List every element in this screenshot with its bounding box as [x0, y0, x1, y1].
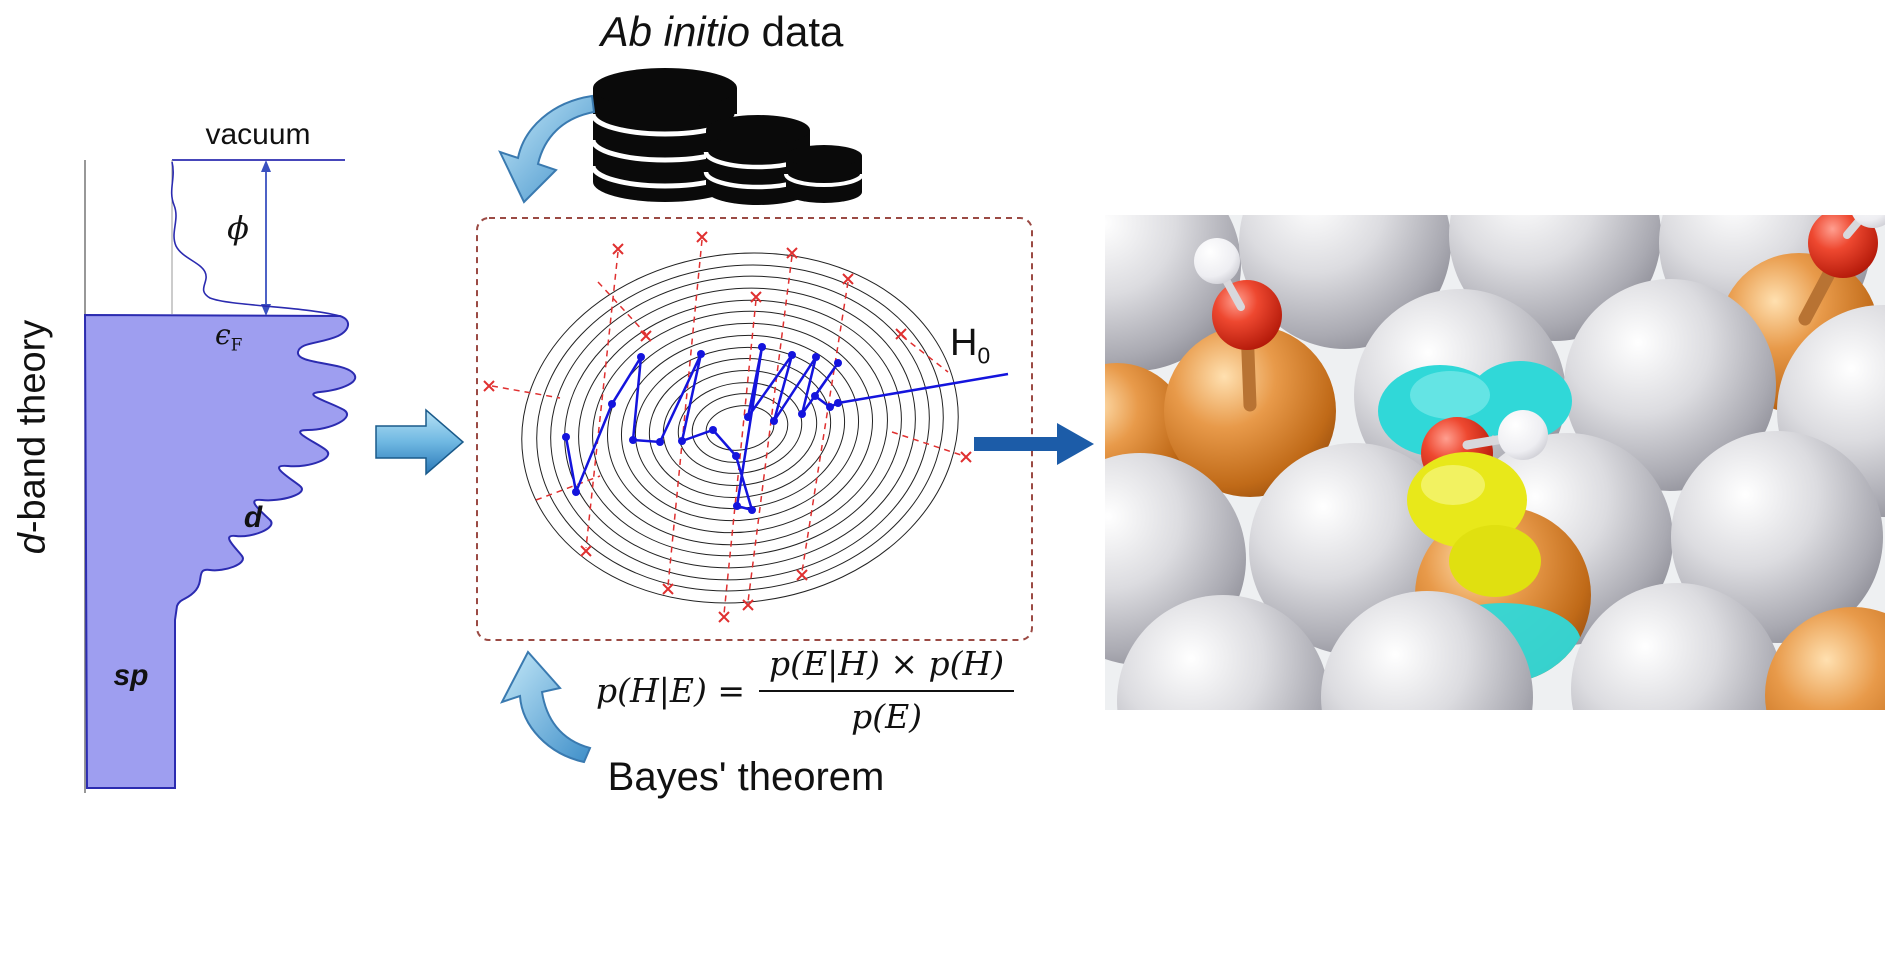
database-stack-medium [703, 115, 813, 205]
red-sample-lines [491, 239, 965, 615]
h0-pointer-line [837, 372, 1009, 405]
isosurface-cyan [1378, 361, 1572, 457]
h0-subscript: 0 [977, 342, 991, 369]
mcmc-trajectory [562, 343, 1009, 514]
metal-sphere-gray [1117, 595, 1329, 710]
bayes-formula: p(H|E) = p(E|H) × p(H) p(E) [596, 644, 1015, 736]
ab-initio-rest: data [750, 8, 844, 55]
curved-arrow-down-icon [498, 94, 596, 204]
formula-lhs: p(H|E) = [596, 670, 745, 710]
bayes-model-box [476, 217, 1033, 641]
oxygen-sphere [1212, 280, 1282, 350]
phi-arrow [261, 160, 271, 316]
red-cross-markers [483, 231, 972, 623]
oxygen-sphere [1808, 215, 1878, 278]
dos-panel [83, 159, 356, 793]
isosurface-yellow [1407, 452, 1541, 597]
d-band-label: d [243, 501, 263, 534]
dashed-box-border [476, 217, 1033, 641]
h0-hamiltonian-label: H0 [950, 322, 990, 370]
database-stack-small [784, 145, 864, 203]
panel-title-dband-theory: d-band theory [12, 320, 55, 555]
dos-filled-curve [83, 313, 356, 789]
metal-sphere-orange [1765, 607, 1885, 710]
dos-tail-curve [170, 161, 341, 317]
bayes-theorem-label: Bayes' theorem [607, 755, 885, 799]
h0-base: H [950, 322, 978, 364]
fermi-level-label: ϵF [215, 318, 242, 355]
database-icon [590, 68, 864, 205]
sp-band-label: sp [113, 659, 149, 692]
trajectory-points [562, 343, 842, 514]
right-arrow-bold-icon [974, 423, 1094, 465]
work-function-phi-label: ϕ [227, 209, 249, 247]
vacuum-label: vacuum [205, 118, 311, 151]
ab-initio-data-title: Ab initio data [601, 8, 844, 56]
hydrogen-sphere [1852, 215, 1885, 228]
right-arrow-icon [375, 408, 465, 476]
metal-sphere-gray [1571, 583, 1783, 710]
ab-initio-italic: Ab initio [600, 8, 750, 55]
formula-fraction: p(E|H) × p(H) p(E) [759, 644, 1015, 736]
formula-denominator: p(E) [851, 697, 923, 736]
dband-rest: -band theory [11, 319, 54, 534]
curved-arrow-up-icon [499, 650, 592, 764]
metal-sphere-gray [1564, 279, 1776, 491]
dband-italic-d: d [11, 533, 54, 555]
contour-plot [521, 252, 959, 604]
hydrogen-sphere [1194, 238, 1240, 284]
fermi-epsilon: ϵ [215, 318, 231, 351]
formula-numerator: p(E|H) × p(H) [759, 644, 1015, 692]
metal-sphere-gray [1321, 591, 1533, 710]
fermi-subscript: F [230, 334, 243, 355]
atomistic-render [1105, 215, 1885, 710]
hydrogen-sphere [1498, 410, 1548, 460]
metal-sphere-gray [1671, 431, 1883, 643]
